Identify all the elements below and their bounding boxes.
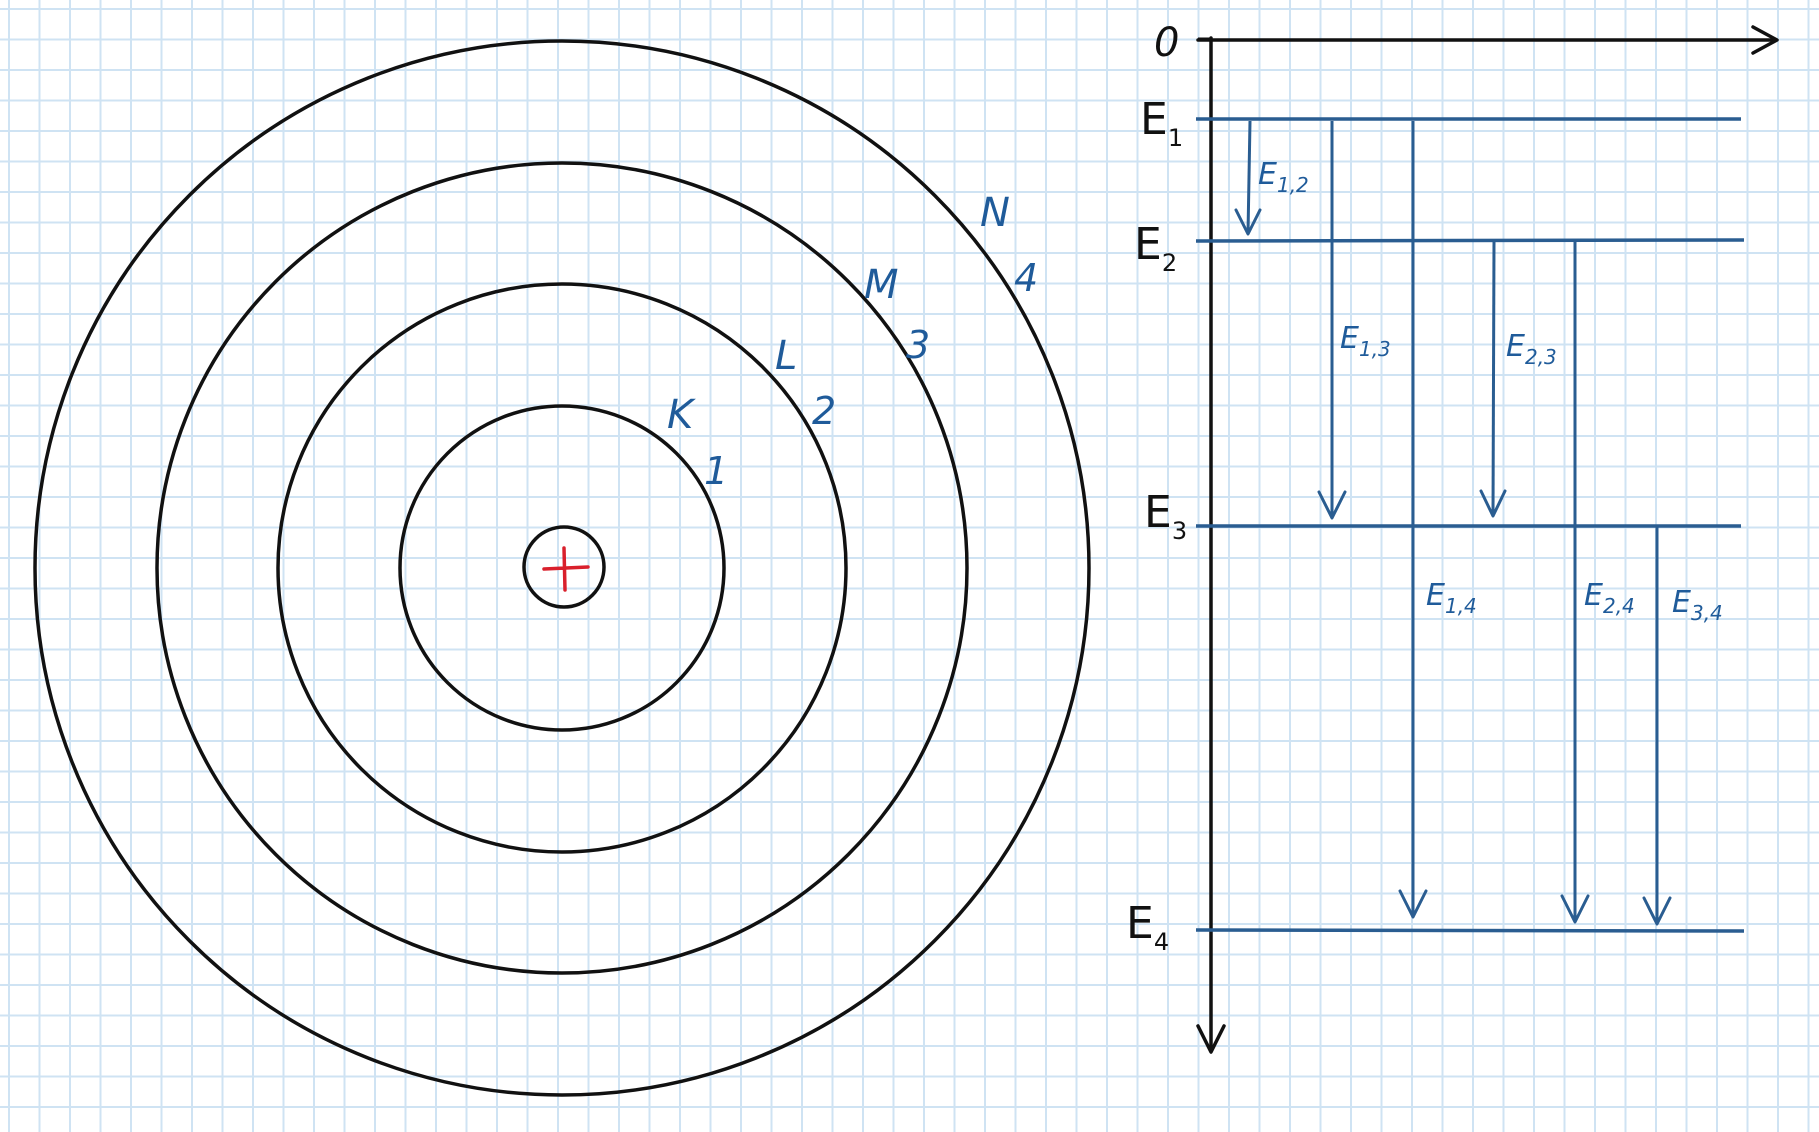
transition-arrow-1-3	[1317, 121, 1347, 520]
transition-label-1-3: E1,3	[1340, 321, 1391, 361]
shell-l-number: 2	[812, 389, 836, 433]
transition-2-4-symbol: E	[1584, 578, 1603, 613]
shell-k-letter: K	[667, 392, 696, 438]
shell-l-letter: L	[775, 333, 797, 379]
orbit-m	[155, 161, 969, 975]
transition-label-1-2: E1,2	[1258, 157, 1309, 197]
level-4-symbol: E	[1126, 898, 1154, 949]
transition-3-4-subscript: 3,4	[1691, 601, 1723, 625]
level-label-4: E4	[1126, 898, 1169, 956]
level-line-4	[1195, 928, 1745, 933]
transition-label-2-3: E2,3	[1506, 329, 1557, 369]
transition-2-3-symbol: E	[1506, 329, 1525, 364]
level-label-2: E2	[1134, 219, 1177, 277]
level-line-2	[1195, 238, 1745, 243]
transition-arrow-2-3	[1479, 240, 1507, 518]
shell-n-letter: N	[980, 190, 1010, 236]
level-4-subscript: 4	[1154, 928, 1169, 956]
transition-label-1-4: E1,4	[1426, 578, 1477, 618]
transition-label-2-4: E2,4	[1584, 578, 1635, 618]
atom-model: K 1 L 2 M 3 N 4	[33, 39, 1091, 1097]
shell-n-number: 4	[1014, 256, 1038, 300]
transition-3-4-symbol: E	[1672, 585, 1691, 620]
transition-2-3-subscript: 2,3	[1525, 345, 1557, 369]
level-3-symbol: E	[1144, 487, 1172, 538]
energy-diagram: 0 E1 E2 E3 E4	[1126, 20, 1779, 1054]
transition-1-2-subscript: 1,2	[1277, 173, 1309, 197]
transition-arrow-3-4	[1642, 527, 1672, 926]
transition-label-3-4: E3,4	[1672, 585, 1723, 625]
shell-k-number: 1	[704, 449, 728, 493]
orbit-n	[33, 39, 1091, 1097]
shell-m-letter: M	[864, 262, 899, 308]
nucleus-plus-icon	[542, 546, 590, 592]
level-2-symbol: E	[1134, 219, 1162, 270]
level-2-subscript: 2	[1162, 249, 1177, 277]
level-3-subscript: 3	[1172, 517, 1187, 545]
transition-1-4-subscript: 1,4	[1445, 594, 1477, 618]
transition-2-4-subscript: 2,4	[1603, 594, 1635, 618]
transition-1-2-symbol: E	[1258, 157, 1277, 192]
level-label-1: E1	[1140, 94, 1183, 152]
vertical-axis-arrowhead	[1196, 1024, 1226, 1054]
level-label-3: E3	[1144, 487, 1187, 545]
horizontal-axis-arrowhead	[1751, 25, 1779, 55]
transition-1-3-symbol: E	[1340, 321, 1359, 356]
axis-zero-label: 0	[1154, 20, 1179, 66]
level-1-subscript: 1	[1168, 124, 1183, 152]
level-1-symbol: E	[1140, 94, 1168, 145]
orbit-l	[276, 282, 848, 854]
nucleus	[522, 525, 606, 609]
nucleus-circle	[522, 525, 606, 609]
transition-arrow-1-2	[1234, 120, 1262, 236]
shell-m-number: 3	[906, 323, 930, 367]
transition-arrow-1-4	[1398, 121, 1428, 919]
transition-arrow-2-4	[1560, 241, 1590, 924]
transition-1-3-subscript: 1,3	[1359, 337, 1391, 361]
orbit-k	[398, 404, 726, 732]
transition-1-4-symbol: E	[1426, 578, 1445, 613]
